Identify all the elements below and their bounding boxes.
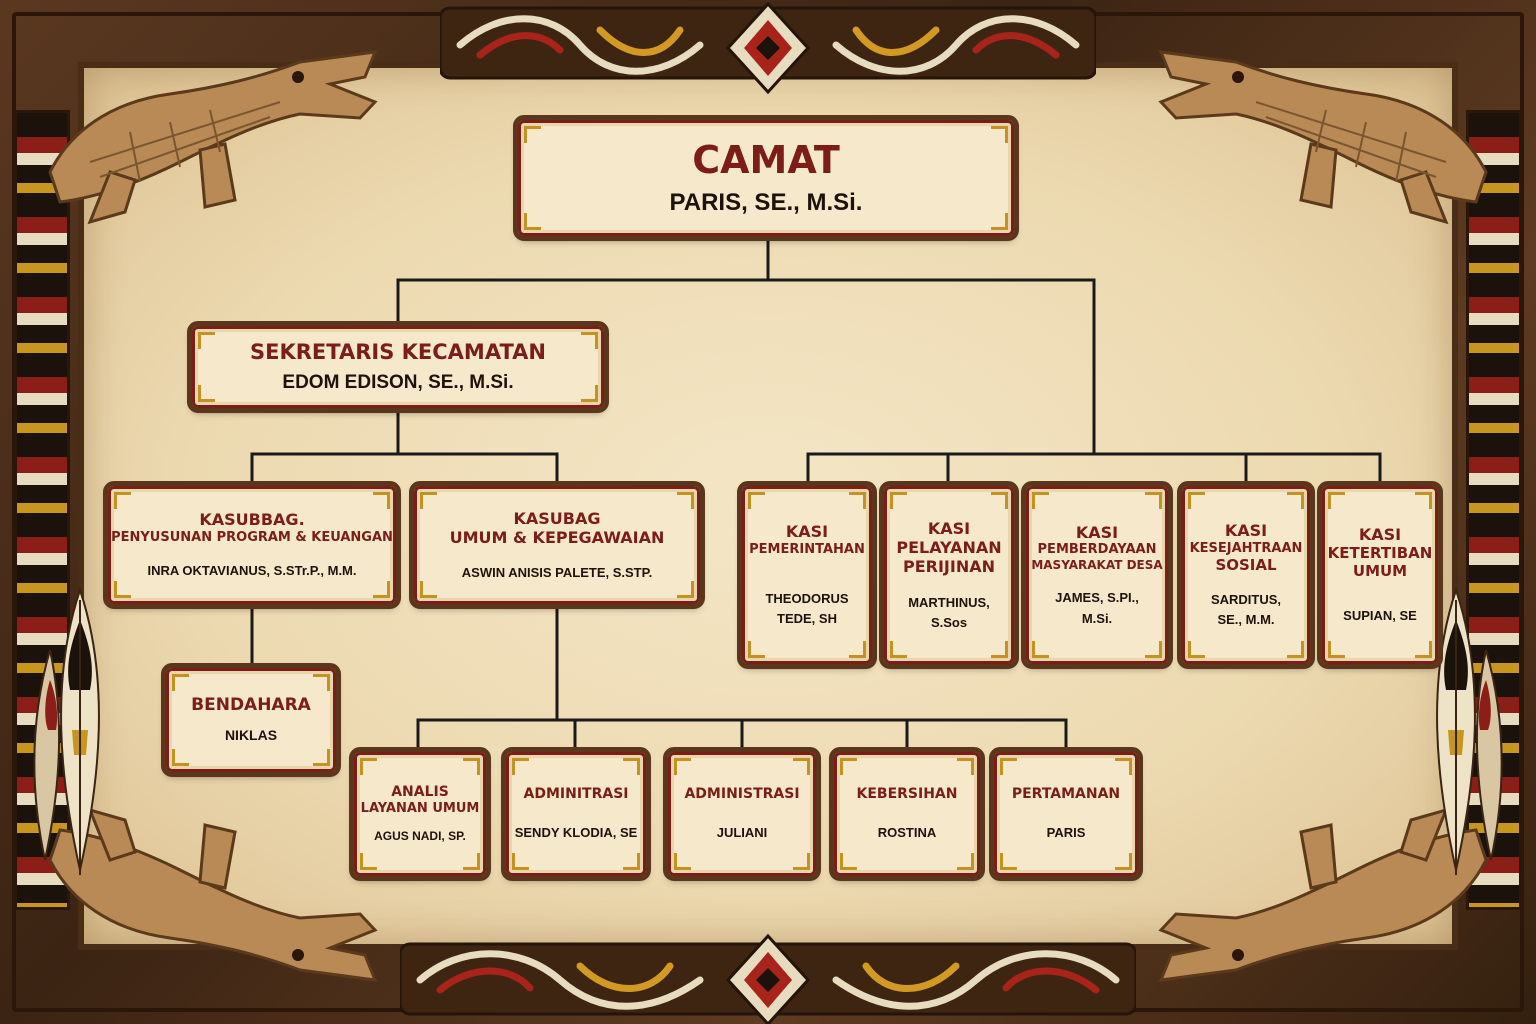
analis-title-2: LAYANAN UMUM <box>360 801 480 817</box>
kasi-pelayanan-title-1: KASI <box>927 518 971 538</box>
kasi-kesejahtraan-name-2: SE., M.M. <box>1217 612 1275 628</box>
analis-name: AGUS NADI, SP. <box>374 828 466 843</box>
kasi-kesejahtraan-name-1: SARDITUS, <box>1210 592 1282 608</box>
node-kasi-pelayanan: KASI PELAYANAN PERIJINAN MARTHINUS, S.So… <box>879 481 1019 669</box>
sekretaris-title: SEKRETARIS KECAMATAN <box>250 339 546 364</box>
kasubbag-program-title-1: KASUBBAG. <box>199 510 305 530</box>
kasi-pemerintahan-title-1: KASI <box>785 522 829 542</box>
administrasi-title: ADMINISTRASI <box>684 786 800 803</box>
feather-icon <box>1436 586 1503 875</box>
analis-title-1: ANALIS <box>391 784 449 801</box>
pertamanan-title: PERTAMANAN <box>1011 786 1121 803</box>
kasi-pelayanan-title-2: PELAYANAN <box>896 538 1002 558</box>
kasi-pemberdayaan-title-1: KASI <box>1075 523 1119 543</box>
camat-name: PARIS, SE., M.Si. <box>669 188 863 216</box>
bendahara-title: BENDAHARA <box>191 695 311 716</box>
kasi-pemberdayaan-name-1: JAMES, S.PI., <box>1055 590 1139 606</box>
adminitrasi-title: ADMINITRASI <box>523 786 629 803</box>
kasubbag-program-title-2: PENYUSUNAN PROGRAM & KEUANGAN <box>111 529 393 545</box>
kebersihan-name: ROSTINA <box>877 825 937 841</box>
crocodile-icon <box>1158 50 1488 225</box>
kasubbag-program-name: INRA OKTAVIANUS, S.STr.P., M.M. <box>147 563 357 579</box>
node-administrasi: ADMINISTRASI JULIANI <box>663 747 821 881</box>
bendahara-name: NIKLAS <box>224 727 278 744</box>
kasi-ketertiban-title-1: KASI <box>1358 525 1402 545</box>
node-kasi-pemerintahan: KASI PEMERINTAHAN THEODORUS TEDE, SH <box>737 481 877 669</box>
kasi-pelayanan-name-2: S.Sos <box>930 614 968 630</box>
node-sekretaris: SEKRETARIS KECAMATAN EDOM EDISON, SE., M… <box>187 321 609 413</box>
kasi-pelayanan-name-1: MARTHINUS, <box>908 594 990 610</box>
kasi-pemerintahan-name-1: THEODORUS <box>765 591 849 607</box>
right-tribal-pattern <box>1466 110 1522 910</box>
feather-icon <box>33 586 100 875</box>
node-adminitrasi: ADMINITRASI SENDY KLODIA, SE <box>501 747 651 881</box>
kasi-pelayanan-title-3: PERIJINAN <box>903 557 995 577</box>
node-kasi-pemberdayaan: KASI PEMBERDAYAAN MASYARAKAT DESA JAMES,… <box>1021 481 1173 669</box>
kasubag-umum-title-1: KASUBAG <box>513 508 601 528</box>
node-camat: CAMAT PARIS, SE., M.Si. <box>513 115 1019 241</box>
node-kasi-kesejahtraan: KASI KESEJAHTRAAN SOSIAL SARDITUS, SE., … <box>1177 481 1315 669</box>
bottom-swirl-ornament-icon <box>400 933 1136 1024</box>
crocodile-icon <box>1158 807 1488 982</box>
kasi-pemerintahan-title-2: PEMERINTAHAN <box>749 541 865 557</box>
kasi-kesejahtraan-title-2: KESEJAHTRAAN <box>1189 540 1303 556</box>
node-analis: ANALIS LAYANAN UMUM AGUS NADI, SP. <box>349 747 491 881</box>
pertamanan-name: PARIS <box>1046 825 1086 841</box>
crocodile-icon <box>48 807 378 982</box>
kasi-kesejahtraan-title-1: KASI <box>1224 521 1268 541</box>
kasi-pemberdayaan-title-2: PEMBERDAYAAN <box>1037 542 1157 558</box>
adminitrasi-name: SENDY KLODIA, SE <box>514 825 638 841</box>
node-kasi-ketertiban: KASI KETERTIBAN UMUM SUPIAN, SE <box>1317 481 1443 669</box>
node-pertamanan: PERTAMANAN PARIS <box>989 747 1143 881</box>
top-swirl-ornament-icon <box>440 1 1096 95</box>
kasubag-umum-name: ASWIN ANISIS PALETE, S.STP. <box>461 565 653 581</box>
node-kasubag-umum: KASUBAG UMUM & KEPEGAWAIAN ASWIN ANISIS … <box>409 481 705 609</box>
administrasi-name: JULIANI <box>716 825 768 841</box>
kasi-ketertiban-title-3: UMUM <box>1352 562 1408 581</box>
kasubag-umum-title-2: UMUM & KEPEGAWAIAN <box>449 527 665 547</box>
kebersihan-title: KEBERSIHAN <box>856 786 958 803</box>
camat-title: CAMAT <box>692 138 840 183</box>
sekretaris-name: EDOM EDISON, SE., M.Si. <box>282 371 514 393</box>
kasi-kesejahtraan-title-3: SOSIAL <box>1215 556 1277 575</box>
node-bendahara: BENDAHARA NIKLAS <box>161 663 341 777</box>
node-kebersihan: KEBERSIHAN ROSTINA <box>829 747 985 881</box>
kasi-ketertiban-title-2: KETERTIBAN <box>1327 544 1433 563</box>
crocodile-icon <box>48 50 378 225</box>
kasi-pemberdayaan-name-2: M.Si. <box>1081 610 1113 626</box>
kasi-pemberdayaan-title-3: MASYARAKAT DESA <box>1031 557 1163 572</box>
node-kasubbag-program: KASUBBAG. PENYUSUNAN PROGRAM & KEUANGAN … <box>103 481 401 609</box>
kasi-ketertiban-name: SUPIAN, SE <box>1343 608 1417 624</box>
kasi-pemerintahan-name-2: TEDE, SH <box>777 611 837 627</box>
